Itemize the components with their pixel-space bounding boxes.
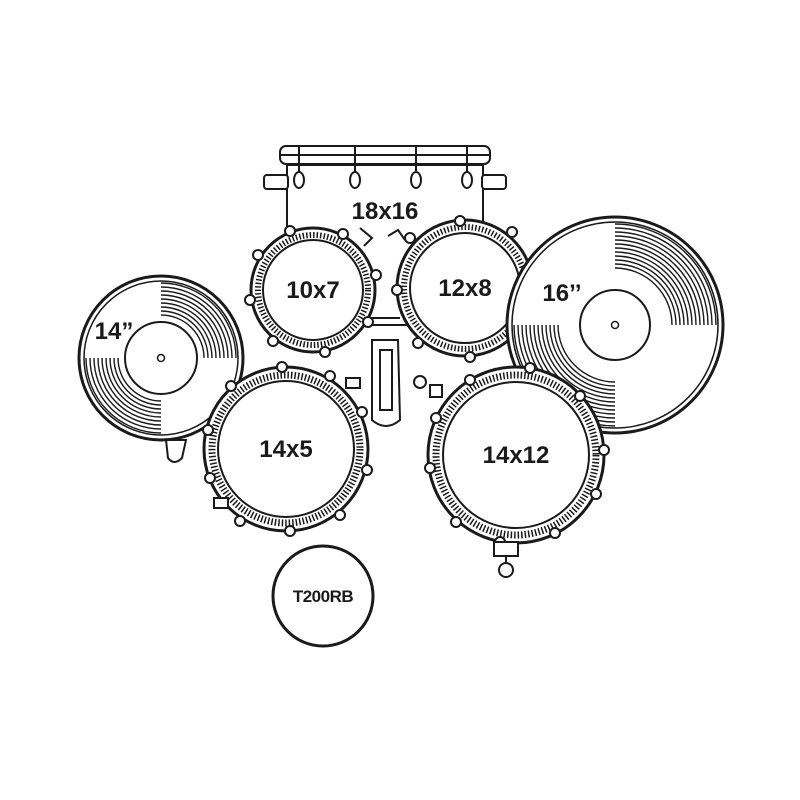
model-badge: T200RB [271,544,375,648]
cymbal-16-size-label: 16’’ [542,280,581,307]
cymbal-14-size-label: 14” [95,318,134,345]
bass-drum-size-label: 18x16 [352,198,419,225]
tom-12x8-size-label: 12x8 [438,275,491,302]
cymbal-14 [77,274,245,442]
tom-10x7-size-label: 10x7 [286,277,339,304]
floor-tom-14x12 [413,362,610,578]
tom-12x8 [387,215,539,363]
tom-10x7 [244,225,382,358]
snare-14x5 [202,361,373,537]
snare-14x5-size-label: 14x5 [259,436,312,463]
bass-drum-pedal [371,339,402,427]
model-name: T200RB [293,587,354,606]
floor-tom-14x12-size-label: 14x12 [483,442,550,469]
hihat-clutch [164,439,188,463]
